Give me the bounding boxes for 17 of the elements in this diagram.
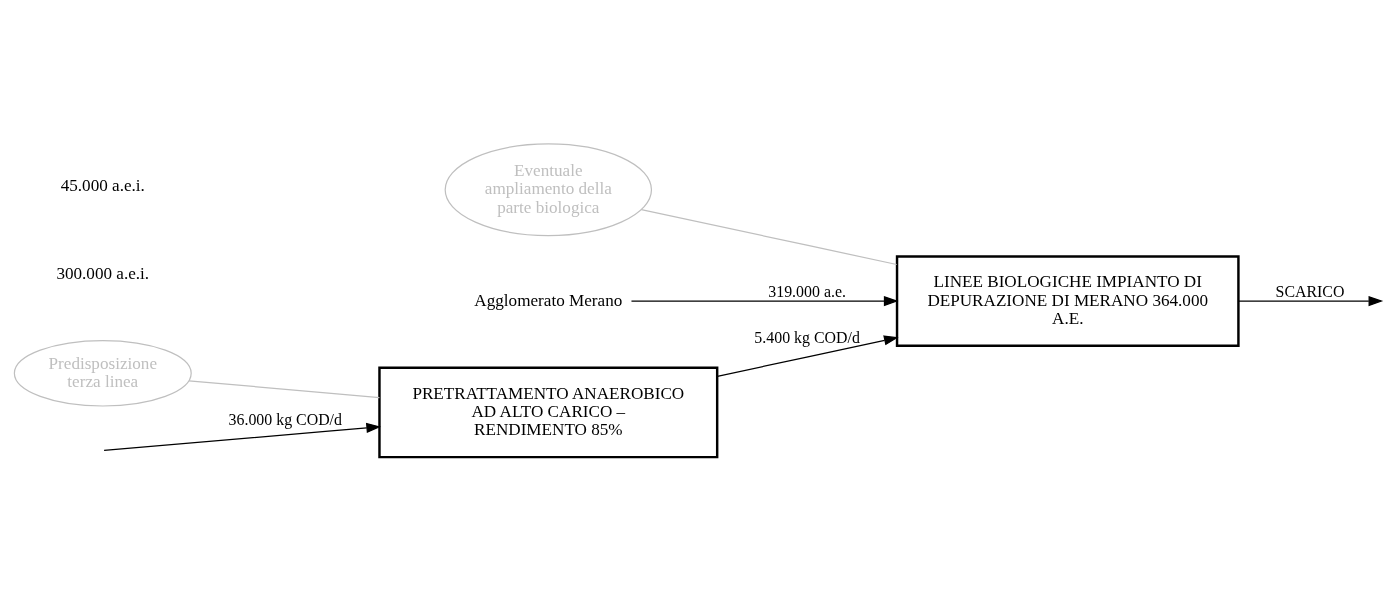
- arrow: [1237, 295, 1384, 307]
- node-ellipse: Eventuale ampliamento della parte biologica: [444, 143, 653, 237]
- connector: [188, 380, 381, 399]
- node-text: Agglomerato Merano: [474, 290, 623, 310]
- edge-label: 319.000 a.e.: [768, 282, 846, 300]
- arrow: [716, 335, 899, 377]
- label: 300.000 a.e.i.: [56, 263, 150, 283]
- edge-label: SCARICO: [1275, 282, 1345, 300]
- label: 45.000 a.e.i.: [60, 175, 145, 195]
- edge-label: 36.000 kg COD/d: [228, 411, 342, 429]
- node-box: PRETRATTAMENTO ANAEROBICO AD ALTO CARICO – RENDIMENTO 85%: [378, 366, 719, 459]
- edge-label: 5.400 kg COD/d: [754, 329, 860, 347]
- arrow: [630, 295, 899, 307]
- node-ellipse: Predisposizione terza linea: [13, 339, 192, 407]
- arrow: [103, 422, 382, 451]
- connector: [640, 208, 898, 266]
- node-box: LINEE BIOLOGICHE IMPIANTO DI DEPURAZIONE DI MERANO 364.000 A.E.: [895, 255, 1240, 347]
